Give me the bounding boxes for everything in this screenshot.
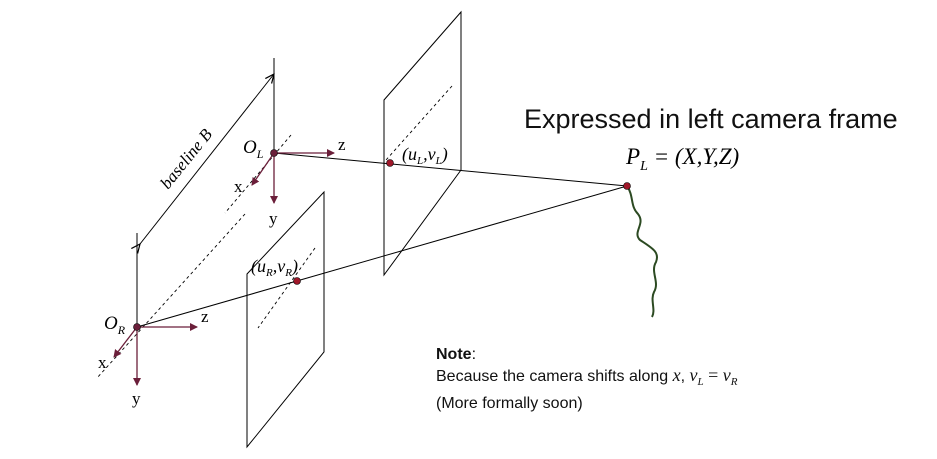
right-axis-y-label: y bbox=[132, 389, 141, 408]
world-point-label: PL = (X,Y,Z) bbox=[625, 144, 739, 174]
note-math-vl: v bbox=[689, 365, 698, 385]
note-line-2: (More formally soon) bbox=[436, 395, 583, 413]
note-heading: Note bbox=[436, 346, 472, 363]
right-origin-label: OR bbox=[104, 313, 126, 337]
note-math-vl-sub: L bbox=[697, 376, 704, 389]
left-camera-center-point bbox=[270, 149, 278, 157]
baseline-arrow bbox=[140, 74, 274, 244]
left-axis-x-arrow bbox=[251, 152, 275, 186]
note-comma: , bbox=[680, 368, 690, 385]
left-axis-y-label: y bbox=[269, 209, 278, 228]
note-line-1-text: Because the camera shifts along bbox=[436, 368, 673, 385]
frame-title: Expressed in left camera frame bbox=[524, 104, 898, 134]
world-point-pl bbox=[623, 182, 631, 190]
left-image-point-label: (uL,vL) bbox=[402, 144, 448, 167]
right-axis-x-arrow bbox=[113, 326, 138, 358]
right-plane-dashed-line bbox=[257, 247, 316, 329]
note-math-vr: v bbox=[722, 365, 731, 385]
left-origin-label: OL bbox=[243, 137, 264, 161]
right-image-point-label: (uR,vR) bbox=[251, 256, 298, 279]
note-heading-line: Note: bbox=[436, 344, 737, 365]
left-image-point bbox=[386, 159, 394, 167]
scene-surface-curve bbox=[626, 185, 658, 318]
note-line-1: Because the camera shifts along x, vL = … bbox=[436, 365, 737, 393]
left-axis-z-label: z bbox=[338, 135, 346, 154]
right-axis-x-label: x bbox=[98, 353, 107, 372]
note-math-x: x bbox=[672, 365, 681, 385]
right-image-point bbox=[293, 277, 301, 285]
left-plane-dashed-line bbox=[385, 85, 453, 161]
right-axis-z-label: z bbox=[201, 307, 209, 326]
left-axis-x-label: x bbox=[234, 177, 243, 196]
note-box: Note: Because the camera shifts along x,… bbox=[436, 344, 737, 414]
note-heading-colon: : bbox=[471, 346, 477, 363]
right-projection-ray bbox=[136, 185, 628, 328]
right-dashed-x-line bbox=[96, 213, 246, 379]
note-math-eq: = bbox=[703, 365, 723, 385]
note-math-vr-sub: R bbox=[730, 376, 738, 389]
right-camera-center-point bbox=[133, 323, 141, 331]
right-image-plane bbox=[246, 190, 325, 449]
left-projection-ray bbox=[273, 152, 628, 187]
